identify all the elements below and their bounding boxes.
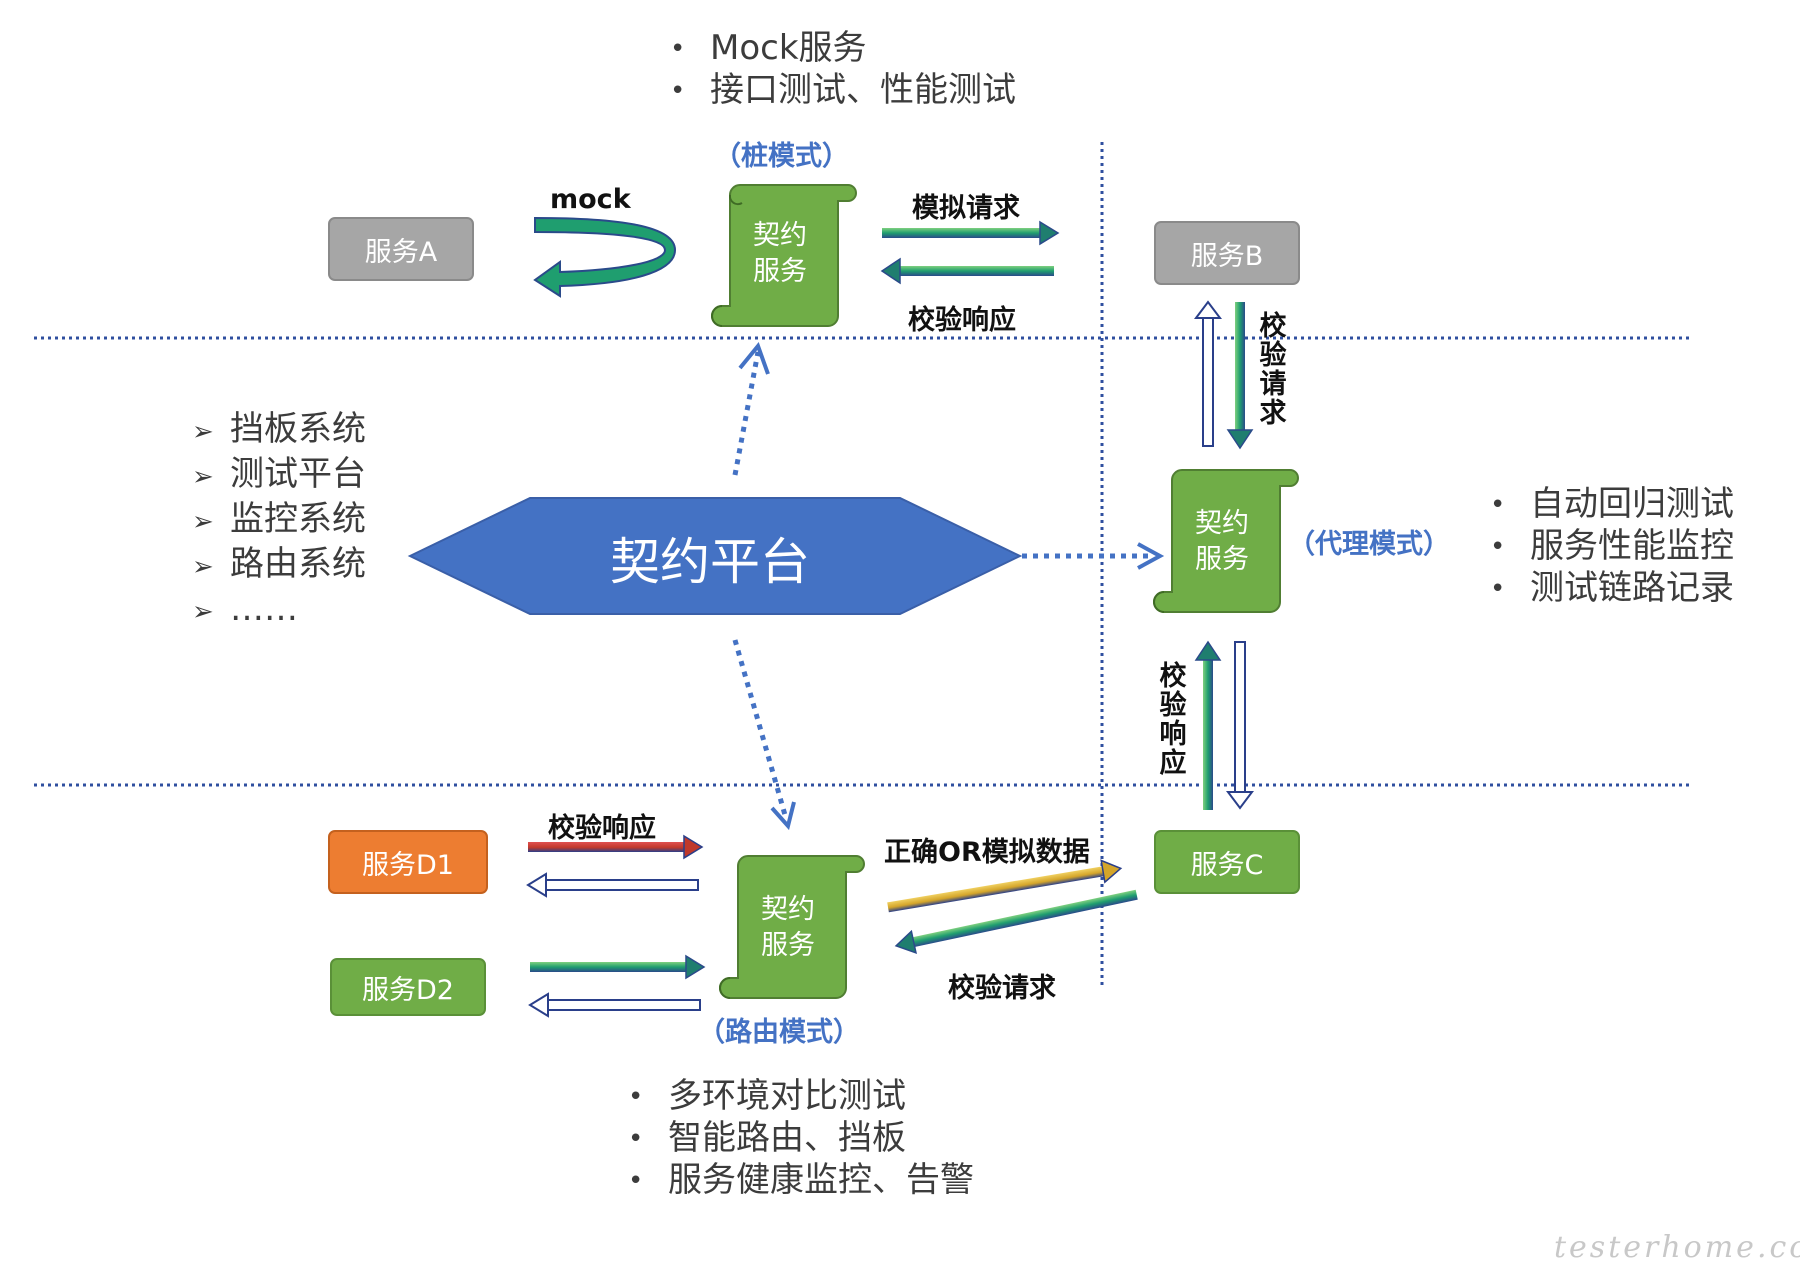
list-item-text: 测试链路记录 <box>1530 568 1734 608</box>
contract-service-label-route: 契约 服务 <box>738 892 838 964</box>
bullet-dot-icon: • <box>628 1124 644 1154</box>
list-item: • 服务性能监控 <box>1490 526 1734 568</box>
service-d1-box[interactable]: 服务D1 <box>328 830 488 894</box>
b-to-proxy-verify-request-arrow <box>1226 302 1254 450</box>
list-item: ➢ 挡板系统 <box>192 408 366 453</box>
d1-verify-response-arrow <box>528 834 704 860</box>
contract-service-line2: 服务 <box>753 256 807 287</box>
list-item: ➢ 监控系统 <box>192 498 366 543</box>
correct-or-mock-data-label: 正确OR模拟数据 <box>884 837 1090 868</box>
bullet-dot-icon: • <box>1490 574 1506 604</box>
proxy-to-b-hollow-arrow <box>1194 300 1222 447</box>
hub-to-route-arrowhead <box>770 801 796 831</box>
simulate-request-label: 模拟请求 <box>912 193 1020 224</box>
contract-service-label-proxy: 契约 服务 <box>1172 506 1272 578</box>
platform-feature-list: ➢ 挡板系统 ➢ 测试平台 ➢ 监控系统 ➢ 路由系统 ➢ …… <box>192 408 366 633</box>
verify-request-label-bottom: 校验请求 <box>948 973 1056 1004</box>
list-item-text: 接口测试、性能测试 <box>710 70 1016 110</box>
hub-to-stub-arrowhead <box>738 341 770 375</box>
contract-service-scroll-route[interactable] <box>719 855 865 999</box>
contract-service-scroll-stub[interactable] <box>711 184 857 327</box>
arrowhead-bullet-icon: ➢ <box>192 462 214 492</box>
list-item-text: 服务健康监控、告警 <box>668 1160 974 1200</box>
list-item-text: 测试平台 <box>230 454 366 494</box>
bullet-dot-icon: • <box>1490 532 1506 562</box>
contract-platform-hexagon[interactable] <box>407 497 1023 615</box>
list-item: ➢ 测试平台 <box>192 453 366 498</box>
route-mode-feature-list: • 多环境对比测试 • 智能路由、挡板 • 服务健康监控、告警 <box>628 1076 974 1202</box>
d2-return-hollow-arrow <box>528 992 701 1018</box>
arrowhead-bullet-icon: ➢ <box>192 507 214 537</box>
verify-response-label-bottom: 校验响应 <box>548 813 656 844</box>
arrowhead-bullet-icon: ➢ <box>192 552 214 582</box>
service-d2-box[interactable]: 服务D2 <box>330 958 486 1016</box>
stub-mode-feature-list: • Mock服务 • 接口测试、性能测试 <box>670 28 1016 112</box>
verify-request-vertical-label: 校验请求 <box>1259 311 1287 429</box>
route-mode-label: （路由模式） <box>698 1017 860 1048</box>
proxy-to-c-hollow-arrow <box>1226 641 1254 810</box>
verify-response-label-top: 校验响应 <box>908 305 1016 336</box>
contract-service-label-stub: 契约 服务 <box>730 218 830 290</box>
list-item-text: 自动回归测试 <box>1530 484 1734 524</box>
list-item-text: Mock服务 <box>710 28 867 68</box>
verify-request-arrow-bottom <box>894 889 1138 955</box>
list-item: • 测试链路记录 <box>1490 568 1734 610</box>
simulate-request-arrow <box>882 220 1060 246</box>
d1-return-hollow-arrow <box>526 872 699 898</box>
list-item: • 服务健康监控、告警 <box>628 1160 974 1202</box>
verify-response-vertical-label: 校验响应 <box>1159 661 1187 779</box>
contract-platform-label: 契约平台 <box>610 533 810 591</box>
hub-to-stub-arrow <box>732 351 761 476</box>
correct-or-mock-data-arrow <box>887 859 1123 913</box>
contract-service-line2: 服务 <box>761 930 815 961</box>
contract-service-line2: 服务 <box>1195 544 1249 575</box>
bullet-dot-icon: • <box>628 1082 644 1112</box>
d2-request-arrow <box>530 954 706 980</box>
service-a-box[interactable]: 服务A <box>328 217 474 281</box>
list-item-text: 挡板系统 <box>230 409 366 449</box>
stub-mode-label: （桩模式） <box>714 141 849 172</box>
list-item-text: 服务性能监控 <box>1530 526 1734 566</box>
list-item: • 多环境对比测试 <box>628 1076 974 1118</box>
list-item-text: 监控系统 <box>230 499 366 539</box>
contract-service-scroll-proxy[interactable] <box>1153 469 1299 613</box>
list-item: • 接口测试、性能测试 <box>670 70 1016 112</box>
arrowhead-bullet-icon: ➢ <box>192 597 214 627</box>
proxy-mode-label: （代理模式） <box>1288 529 1450 560</box>
contract-service-line1: 契约 <box>1195 508 1249 539</box>
contract-service-line1: 契约 <box>753 220 807 251</box>
bullet-dot-icon: • <box>670 76 686 106</box>
watermark: testerhome.com <box>1554 1230 1800 1265</box>
bullet-dot-icon: • <box>628 1166 644 1196</box>
verify-response-arrow-top <box>880 257 1054 285</box>
list-item: ➢ …… <box>192 588 366 633</box>
proxy-mode-feature-list: • 自动回归测试 • 服务性能监控 • 测试链路记录 <box>1490 484 1734 610</box>
list-item-text: 智能路由、挡板 <box>668 1118 906 1158</box>
hub-to-route-arrow <box>732 639 788 816</box>
mock-label: mock <box>550 184 631 215</box>
list-item-text: 路由系统 <box>230 544 366 584</box>
list-item: ➢ 路由系统 <box>192 543 366 588</box>
list-item: • 自动回归测试 <box>1490 484 1734 526</box>
list-item: • 智能路由、挡板 <box>628 1118 974 1160</box>
bullet-dot-icon: • <box>670 34 686 64</box>
mock-loop-arrow <box>533 216 677 298</box>
c-to-proxy-verify-response-arrow <box>1194 640 1222 810</box>
hub-to-proxy-arrowhead <box>1137 542 1165 570</box>
arrowhead-bullet-icon: ➢ <box>192 417 214 447</box>
contract-service-line1: 契约 <box>761 894 815 925</box>
service-b-box[interactable]: 服务B <box>1154 221 1300 285</box>
bullet-dot-icon: • <box>1490 490 1506 520</box>
list-item: • Mock服务 <box>670 28 1016 70</box>
list-item-text: …… <box>230 589 298 629</box>
service-c-box[interactable]: 服务C <box>1154 830 1300 894</box>
list-item-text: 多环境对比测试 <box>668 1076 906 1116</box>
